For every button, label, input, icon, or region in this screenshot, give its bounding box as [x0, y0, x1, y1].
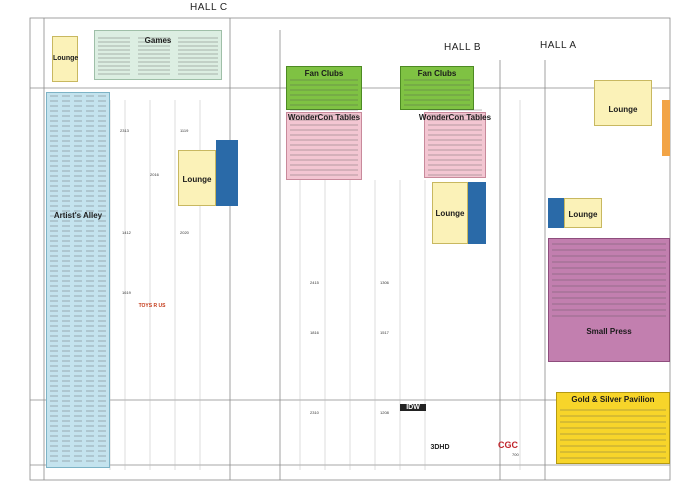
toys-logo[interactable]: TOYS R US: [138, 303, 166, 309]
lounge-hall-a-top[interactable]: Lounge: [594, 80, 652, 126]
lounge-hall-a[interactable]: Lounge: [564, 198, 602, 228]
booth-number: 1208: [380, 410, 389, 415]
booth-number: 700: [512, 452, 519, 457]
cgc-logo[interactable]: CGC: [498, 440, 518, 450]
booth-number: 1816: [310, 330, 319, 335]
booth-number: 1306: [380, 280, 389, 285]
idw-logo[interactable]: IDW: [400, 404, 426, 411]
lounge-hall-a-top-label: Lounge: [608, 105, 638, 114]
lounge-top-left[interactable]: Lounge: [52, 36, 78, 82]
lounge-hall-a-label: Lounge: [568, 210, 598, 219]
wondercon-tables-2-label: WonderCon Tables: [418, 113, 492, 122]
fan-clubs-2-label: Fan Clubs: [417, 69, 457, 78]
lounge-hall-c[interactable]: Lounge: [178, 150, 216, 206]
booth-number: 1619: [122, 290, 131, 295]
artists-alley-label: Artist's Alley: [53, 211, 103, 220]
hall-b-label: HALL B: [444, 42, 482, 53]
fan-clubs-1[interactable]: Fan Clubs: [286, 66, 362, 110]
lounge-hall-b[interactable]: Lounge: [432, 182, 468, 244]
hall-b-divider: [468, 182, 486, 244]
games-label: Games: [144, 36, 172, 45]
booth-number: 1119: [180, 128, 189, 133]
booth-number: 2016: [150, 172, 159, 177]
lounge-top-left-label: Lounge: [53, 55, 79, 62]
small-press-label: Small Press: [586, 327, 632, 336]
hall-a-label: HALL A: [540, 40, 577, 51]
booth-number: 2310: [310, 410, 319, 415]
hall-a-divider: [548, 198, 564, 228]
gold-silver-pavilion-label: Gold & Silver Pavilion: [571, 395, 655, 404]
artists-alley[interactable]: Artist's Alley: [46, 92, 110, 468]
fan-clubs-1-label: Fan Clubs: [304, 69, 344, 78]
games-area[interactable]: Games: [94, 30, 222, 80]
booth-number: 2313: [120, 128, 129, 133]
booth-number: 1517: [380, 330, 389, 335]
orange-strip: [662, 100, 670, 156]
booth-number: 2415: [310, 280, 319, 285]
booth-number: 2020: [180, 230, 189, 235]
hall-c-label: HALL C: [190, 2, 228, 13]
3dhd-logo[interactable]: 3DHD: [430, 444, 450, 451]
wondercon-tables-1-label: WonderCon Tables: [287, 113, 361, 122]
booth-number: 1412: [122, 230, 131, 235]
wondercon-tables-1[interactable]: WonderCon Tables: [286, 112, 362, 180]
small-press[interactable]: Small Press: [548, 238, 670, 362]
hall-c-divider: [216, 140, 238, 206]
lounge-hall-b-label: Lounge: [435, 209, 465, 218]
fan-clubs-2[interactable]: Fan Clubs: [400, 66, 474, 110]
lounge-hall-c-label: Lounge: [182, 175, 212, 184]
